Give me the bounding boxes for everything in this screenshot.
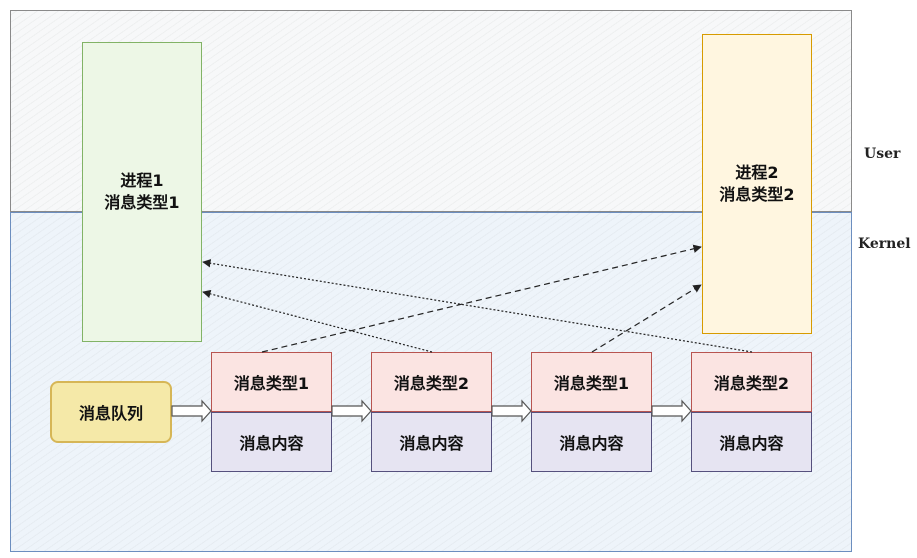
queue-link-arrow-4 xyxy=(651,399,692,423)
read-arrow-msg4-to-process1 xyxy=(202,259,753,353)
queue-link-arrow-1 xyxy=(171,399,212,423)
message-3-content: 消息内容 xyxy=(531,412,652,472)
process-1-box: 进程1 消息类型1 xyxy=(82,42,202,342)
read-arrow-msg1-to-process2 xyxy=(261,244,702,353)
user-label: User xyxy=(864,146,901,162)
process-2-box: 进程2 消息类型2 xyxy=(702,34,812,334)
process-1-name: 进程1 xyxy=(120,171,164,190)
read-arrow-msg3-to-process2 xyxy=(591,284,702,353)
message-queue-label: 消息队列 xyxy=(50,381,172,443)
message-2-type: 消息类型2 xyxy=(371,352,492,412)
kernel-label: Kernel xyxy=(858,236,911,252)
message-4-content: 消息内容 xyxy=(691,412,812,472)
process-1-message-type: 消息类型1 xyxy=(104,193,180,212)
message-4-type: 消息类型2 xyxy=(691,352,812,412)
read-arrow-msg2-to-process1 xyxy=(202,289,433,353)
message-2-content: 消息内容 xyxy=(371,412,492,472)
process-2-name: 进程2 xyxy=(735,163,779,182)
message-1-content: 消息内容 xyxy=(211,412,332,472)
process-2-message-type: 消息类型2 xyxy=(719,185,795,204)
queue-link-arrow-2 xyxy=(331,399,372,423)
message-1-type: 消息类型1 xyxy=(211,352,332,412)
queue-link-arrow-3 xyxy=(491,399,532,423)
message-3-type: 消息类型1 xyxy=(531,352,652,412)
